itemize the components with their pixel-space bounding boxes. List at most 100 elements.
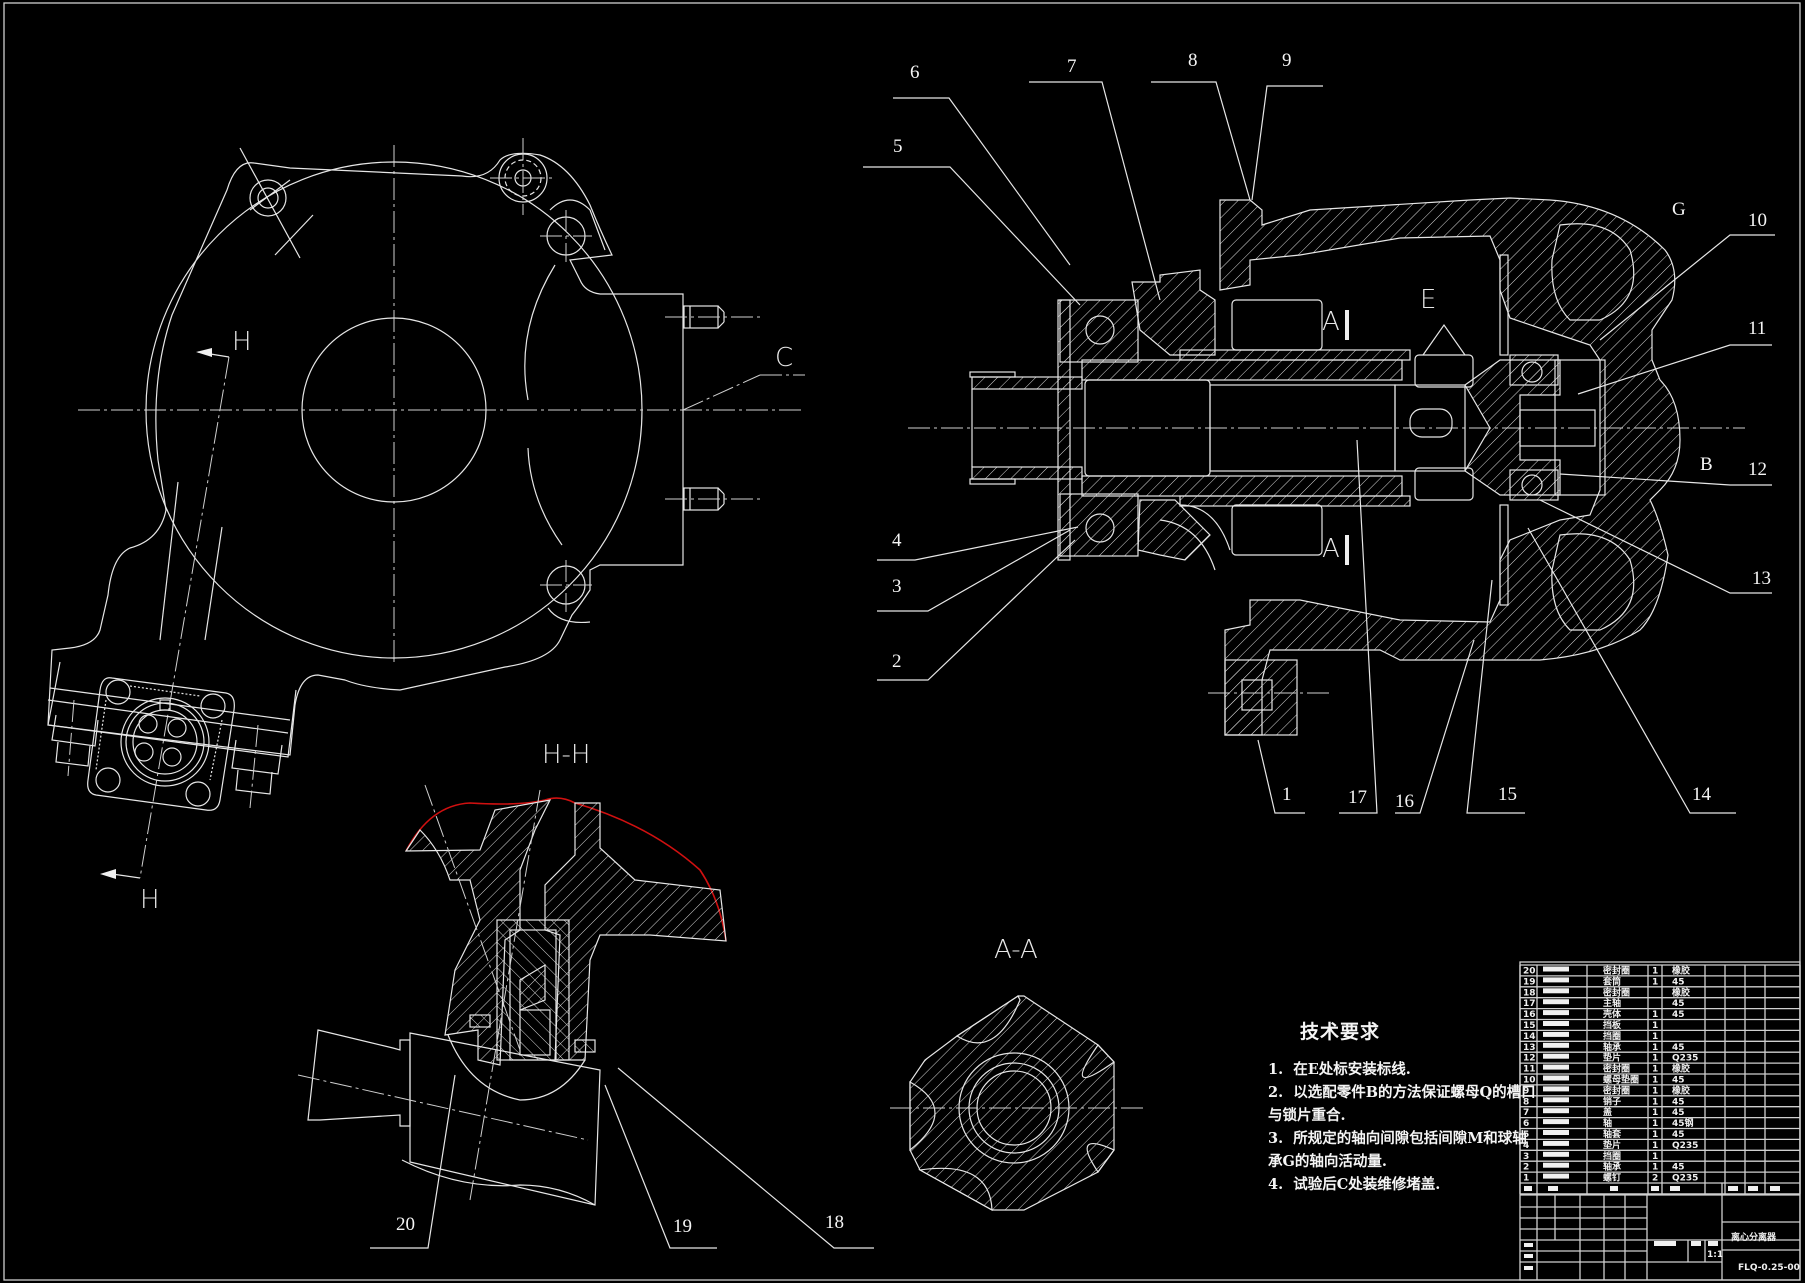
- balloon-5: 5: [893, 136, 903, 157]
- part-qty: 1: [1652, 1130, 1658, 1140]
- part-name: 垫片: [1603, 1052, 1621, 1064]
- header-placeholder: [1651, 1186, 1659, 1191]
- part-qty: 1: [1652, 1119, 1658, 1129]
- part-code-placeholder: [1543, 1031, 1569, 1037]
- balloon-1: 1: [1282, 784, 1292, 805]
- part-number: 10: [1523, 1076, 1536, 1086]
- part-name: 主轴: [1603, 997, 1621, 1009]
- part-code-placeholder: [1543, 977, 1569, 983]
- part-qty: 1: [1652, 1065, 1658, 1075]
- balloon-3: 3: [892, 576, 902, 597]
- balloon-13: 13: [1752, 568, 1771, 589]
- part-material: Q235: [1672, 1174, 1698, 1184]
- part-name: 垫片: [1603, 1139, 1621, 1151]
- part-qty: 1: [1652, 1076, 1658, 1086]
- part-qty: 1: [1652, 977, 1658, 987]
- part-material: 橡胶: [1672, 986, 1690, 998]
- balloon-15: 15: [1498, 784, 1517, 805]
- stud-lower: [665, 487, 760, 511]
- part-material: 橡胶: [1672, 965, 1690, 977]
- part-qty: 1: [1652, 1097, 1658, 1107]
- part-code-placeholder: [1543, 988, 1569, 994]
- tech-req-item: 3. 所规定的轴向间隙包括间隙M和球轴: [1268, 1130, 1527, 1147]
- header-placeholder: [1548, 1186, 1558, 1191]
- part-material: 橡胶: [1672, 1063, 1690, 1075]
- part-material: 45: [1672, 1130, 1685, 1140]
- header-placeholder: [1770, 1186, 1780, 1191]
- part-material: Q235: [1672, 1054, 1698, 1064]
- block-bolt-right: [231, 724, 283, 809]
- part-qty: 2: [1652, 1174, 1658, 1184]
- part-code-placeholder: [1543, 1130, 1569, 1135]
- part-code-placeholder: [1543, 1119, 1569, 1125]
- part-name: 壳体: [1602, 1008, 1622, 1020]
- balloon-11: 11: [1748, 318, 1766, 339]
- part-code-placeholder: [1543, 1140, 1569, 1146]
- part-code-placeholder: [1543, 1010, 1569, 1016]
- part-name: 套筒: [1603, 975, 1621, 987]
- part-name: 密封圈: [1602, 1063, 1630, 1075]
- part-code-placeholder: [1543, 1108, 1569, 1114]
- balloon-14: 14: [1692, 784, 1712, 805]
- part-material: 45: [1672, 1043, 1685, 1053]
- header-placeholder: [1610, 1186, 1618, 1191]
- balloon-12: 12: [1748, 459, 1767, 480]
- stud-upper: [665, 305, 760, 329]
- part-name: 销子: [1603, 1095, 1621, 1107]
- section-mark-h-bottom: H: [140, 885, 160, 915]
- part-number: 8: [1523, 1097, 1529, 1107]
- part-qty: 1: [1652, 1086, 1658, 1096]
- balloon-leaders-main: 6 5 7 8 9 10 11 12 13 14 15 16 17 1 2 3 …: [863, 50, 1775, 814]
- section-view-aa: A-A: [890, 935, 1145, 1212]
- part-number: 12: [1523, 1054, 1536, 1064]
- part-name: 密封圈: [1602, 1084, 1630, 1096]
- part-number: 6: [1523, 1119, 1529, 1129]
- part-qty: 1: [1652, 1054, 1658, 1064]
- part-qty: 1: [1652, 1108, 1658, 1118]
- label-g: G: [1672, 199, 1686, 220]
- label-c: C: [775, 343, 793, 373]
- part-material: 橡胶: [1672, 1084, 1690, 1096]
- tech-req-item: 2. 以选配零件B的方法保证螺母Q的槽口: [1268, 1084, 1536, 1101]
- section-mark-a-top: A: [1322, 307, 1340, 337]
- balloon-17: 17: [1348, 787, 1367, 808]
- balloon-20: 20: [396, 1214, 415, 1235]
- label-b: B: [1700, 454, 1713, 475]
- part-name: 轴: [1603, 1117, 1612, 1129]
- header-placeholder: [1728, 1186, 1738, 1191]
- part-name: 密封圈: [1602, 986, 1630, 998]
- main-view-left: C H H: [47, 138, 805, 915]
- header-placeholder: [1524, 1186, 1532, 1191]
- part-material: 45: [1672, 1097, 1685, 1107]
- electrical-connector: [87, 677, 235, 811]
- part-name: 挡圈: [1603, 1150, 1621, 1162]
- part-code-placeholder: [1543, 1053, 1569, 1059]
- part-number: 2: [1523, 1163, 1529, 1173]
- tech-req-item: 与锁片重合.: [1268, 1107, 1346, 1124]
- part-qty: 1: [1652, 1043, 1658, 1053]
- drawing-scale: 1:1: [1707, 1250, 1723, 1260]
- part-code-placeholder: [1543, 999, 1569, 1005]
- part-name: 盖: [1603, 1106, 1612, 1118]
- part-name: 轴承: [1603, 1161, 1621, 1173]
- part-code-placeholder: [1543, 1151, 1569, 1157]
- tech-req-title: 技术要求: [1300, 1021, 1381, 1043]
- header-placeholder: [1748, 1186, 1758, 1191]
- tech-req-item: 1. 在E处标安装标线.: [1268, 1061, 1411, 1078]
- part-code-placeholder: [1543, 1064, 1569, 1070]
- part-material: 45: [1672, 1010, 1685, 1020]
- balloon-19: 19: [673, 1216, 692, 1237]
- part-number: 15: [1523, 1021, 1536, 1031]
- balloon-6: 6: [910, 62, 920, 83]
- part-number: 9: [1523, 1086, 1529, 1096]
